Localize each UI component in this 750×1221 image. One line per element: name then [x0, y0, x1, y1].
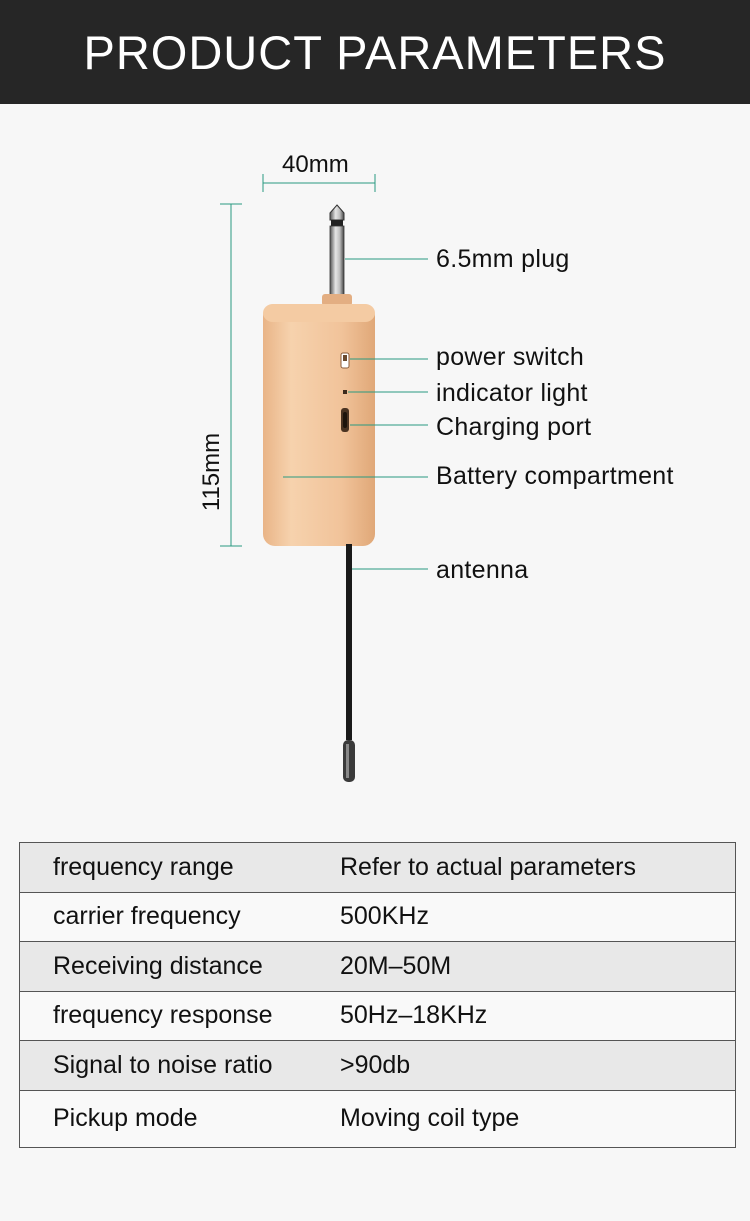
- table-row: Signal to noise ratio >90db: [20, 1041, 735, 1091]
- callout-indicator-light: indicator light: [436, 379, 588, 407]
- spec-value: Moving coil type: [340, 1104, 520, 1132]
- spec-value: Refer to actual parameters: [340, 852, 636, 881]
- table-row: frequency range Refer to actual paramete…: [20, 843, 735, 893]
- page-header: PRODUCT PARAMETERS: [0, 0, 750, 104]
- spec-value: 50Hz–18KHz: [340, 1001, 488, 1030]
- callout-charging-port: Charging port: [436, 413, 592, 441]
- width-label: 40mm: [282, 151, 349, 178]
- width-dimension: [262, 174, 376, 192]
- leader-lines: [283, 258, 428, 570]
- spec-key: frequency range: [53, 852, 234, 881]
- table-row: Receiving distance 20M–50M: [20, 942, 735, 992]
- callout-plug: 6.5mm plug: [436, 245, 570, 273]
- height-dimension: [220, 203, 242, 547]
- battery-body: [263, 304, 375, 546]
- table-row: frequency response 50Hz–18KHz: [20, 991, 735, 1041]
- spec-table: frequency range Refer to actual paramete…: [19, 842, 736, 1148]
- table-row: carrier frequency 500KHz: [20, 892, 735, 942]
- spec-value: 500KHz: [340, 902, 429, 931]
- spec-key: frequency response: [53, 1001, 273, 1030]
- height-label: 115mm: [198, 432, 225, 512]
- product-diagram: 40mm 115mm 6.5mm plug power switch indic…: [0, 104, 750, 824]
- callout-power-switch: power switch: [436, 343, 585, 371]
- transmitter-illustration: [220, 174, 428, 782]
- spec-value: 20M–50M: [340, 951, 452, 980]
- spec-value: >90db: [340, 1050, 411, 1079]
- spec-key: carrier frequency: [53, 902, 241, 931]
- callout-battery-compartment: Battery compartment: [436, 462, 674, 490]
- page-title: PRODUCT PARAMETERS: [83, 25, 667, 79]
- table-row: Pickup mode Moving coil type: [20, 1090, 735, 1147]
- spec-key: Receiving distance: [53, 951, 263, 980]
- callout-antenna: antenna: [436, 556, 529, 584]
- spec-key: Pickup mode: [53, 1104, 198, 1132]
- spec-key: Signal to noise ratio: [53, 1050, 273, 1079]
- antenna: [343, 544, 355, 782]
- plug: [322, 204, 352, 306]
